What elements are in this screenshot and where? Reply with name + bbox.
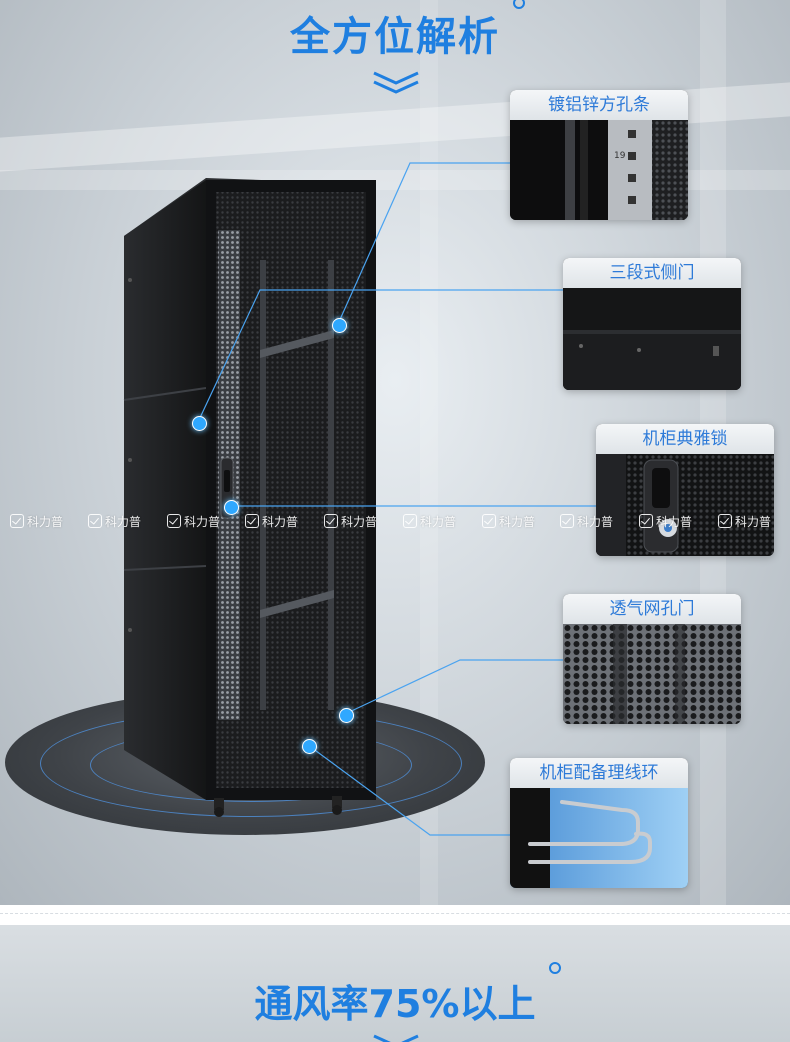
watermark: 科力普	[403, 511, 456, 531]
callout-image-meshdoor	[563, 624, 741, 724]
check-icon	[167, 514, 181, 528]
section-divider	[0, 913, 790, 914]
check-icon	[245, 514, 259, 528]
watermark: 科力普	[639, 511, 692, 531]
callout-image-rail: 19	[510, 120, 688, 220]
watermark: 科力普	[560, 511, 613, 531]
callout-image-ring	[510, 788, 688, 888]
check-icon	[88, 514, 102, 528]
callout-sidedoor: 三段式侧门	[563, 258, 741, 390]
callout-label: 透气网孔门	[563, 594, 741, 624]
watermark: 科力普	[482, 511, 535, 531]
watermark: 科力普	[245, 511, 298, 531]
watermark: 科力普	[10, 511, 63, 531]
check-icon	[639, 514, 653, 528]
marker-dot-sidedoor[interactable]	[192, 416, 207, 431]
rail-number: 19	[614, 151, 626, 161]
check-icon	[718, 514, 732, 528]
ventilation-section: 通风率75%以上	[0, 925, 790, 1042]
check-icon	[403, 514, 417, 528]
callout-label: 镀铝锌方孔条	[510, 90, 688, 120]
callout-image-sidedoor	[563, 288, 741, 390]
chevron-down-icon	[373, 71, 419, 94]
watermark-row: 科力普 科力普 科力普 科力普 科力普 科力普 科力普 科力普 科力普 科力普	[0, 511, 790, 531]
marker-dot-ring[interactable]	[302, 739, 317, 754]
check-icon	[10, 514, 24, 528]
overview-section: 全方位解析	[0, 0, 790, 905]
check-icon	[324, 514, 338, 528]
callout-label: 三段式侧门	[563, 258, 741, 288]
callout-label: 机柜配备理线环	[510, 758, 688, 788]
watermark: 科力普	[167, 511, 220, 531]
watermark: 科力普	[88, 511, 141, 531]
server-cabinet-image	[123, 178, 376, 817]
marker-dot-meshdoor[interactable]	[339, 708, 354, 723]
marker-dot-rail[interactable]	[332, 318, 347, 333]
watermark: 科力普	[718, 511, 771, 531]
watermark: 科力普	[324, 511, 377, 531]
callout-image-lock	[596, 454, 774, 556]
check-icon	[482, 514, 496, 528]
degree-mark	[549, 962, 561, 974]
wall-column	[420, 0, 438, 905]
callout-ring: 机柜配备理线环	[510, 758, 688, 888]
marker-dot-lock[interactable]	[224, 500, 239, 515]
degree-mark	[513, 0, 525, 9]
leader-lines	[197, 162, 596, 836]
page-title: 全方位解析	[290, 14, 500, 60]
section-title: 通风率75%以上	[254, 982, 536, 1026]
chevron-down-icon	[373, 1034, 419, 1042]
callout-rail: 镀铝锌方孔条 19	[510, 90, 688, 220]
callout-lock: 机柜典雅锁	[596, 424, 774, 556]
callout-label: 机柜典雅锁	[596, 424, 774, 454]
callout-meshdoor: 透气网孔门	[563, 594, 741, 724]
check-icon	[560, 514, 574, 528]
